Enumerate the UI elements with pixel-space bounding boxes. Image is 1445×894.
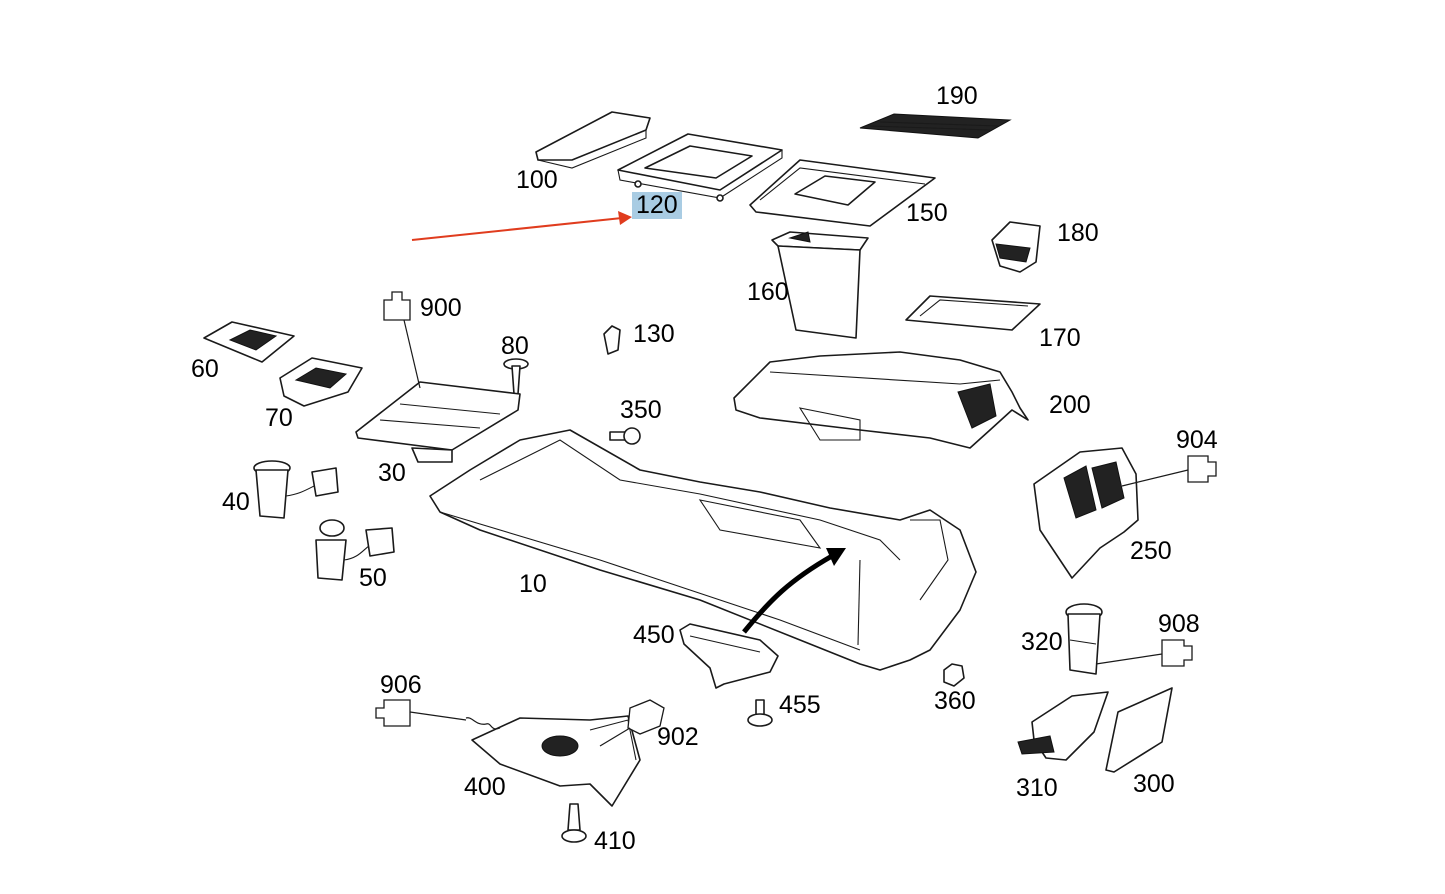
callout-908: 908 — [1158, 610, 1200, 638]
part-360-nut — [943, 663, 965, 687]
part-30-bracket — [355, 381, 521, 463]
callout-120-highlighted[interactable]: 120 — [632, 192, 682, 219]
callout-900: 900 — [420, 294, 462, 322]
part-410-screw — [561, 803, 587, 843]
part-160-storage-bin — [771, 231, 869, 339]
callout-400: 400 — [464, 773, 506, 801]
callout-70: 70 — [265, 404, 293, 432]
callout-250: 250 — [1130, 537, 1172, 565]
callout-410: 410 — [594, 827, 636, 855]
callout-130: 130 — [633, 320, 675, 348]
callout-350: 350 — [620, 396, 662, 424]
assembly-arrow — [742, 553, 834, 634]
callout-80: 80 — [501, 332, 529, 360]
callout-flag-902 — [599, 699, 665, 747]
part-40-socket — [253, 460, 339, 519]
part-300-cover-panel — [1105, 687, 1173, 773]
callout-906: 906 — [380, 671, 422, 699]
highlight-arrow — [411, 211, 632, 241]
part-70-tray — [279, 357, 363, 407]
part-310-cup-holder — [1017, 691, 1109, 761]
callout-10: 10 — [519, 570, 547, 598]
cable-400 — [465, 717, 501, 730]
part-450-bracket — [679, 623, 779, 689]
part-60-insert — [203, 321, 295, 363]
part-400-control-unit — [471, 715, 641, 807]
callout-30: 30 — [378, 459, 406, 487]
callout-flag-904 — [1121, 455, 1217, 487]
callout-190: 190 — [936, 82, 978, 110]
callout-150: 150 — [906, 199, 948, 227]
part-350-screw — [609, 427, 641, 445]
callout-40: 40 — [222, 488, 250, 516]
callout-60: 60 — [191, 355, 219, 383]
part-190-roller-blind — [859, 113, 1012, 139]
callout-180: 180 — [1057, 219, 1099, 247]
part-170-tray-mat — [905, 295, 1041, 331]
part-120-trim-frame — [617, 133, 783, 202]
callout-300: 300 — [1133, 770, 1175, 798]
part-455-screw — [747, 699, 773, 727]
callout-50: 50 — [359, 564, 387, 592]
callout-904: 904 — [1176, 426, 1218, 454]
callout-100: 100 — [516, 166, 558, 194]
part-250-rear-vent-panel — [1033, 447, 1139, 579]
part-130-clip — [603, 325, 621, 355]
callout-310: 310 — [1016, 774, 1058, 802]
callout-200: 200 — [1049, 391, 1091, 419]
part-100-armrest-lid — [535, 111, 651, 169]
part-320-socket — [1065, 603, 1103, 675]
callout-450: 450 — [633, 621, 675, 649]
callout-320: 320 — [1021, 628, 1063, 656]
callout-902: 902 — [657, 723, 699, 751]
part-200-upper-housing — [733, 351, 1029, 449]
part-150-cover-panel — [749, 159, 936, 227]
part-10-center-console — [429, 429, 977, 671]
assembly-arrowhead — [826, 548, 846, 566]
callout-flag-900 — [383, 291, 421, 389]
callout-160: 160 — [747, 278, 789, 306]
callout-flag-908 — [1095, 639, 1193, 667]
part-180-latch — [991, 221, 1041, 273]
callout-455: 455 — [779, 691, 821, 719]
callout-170: 170 — [1039, 324, 1081, 352]
callout-flag-906 — [375, 699, 467, 727]
callout-360: 360 — [934, 687, 976, 715]
part-50-socket — [315, 519, 395, 581]
part-80-screw — [503, 358, 529, 395]
